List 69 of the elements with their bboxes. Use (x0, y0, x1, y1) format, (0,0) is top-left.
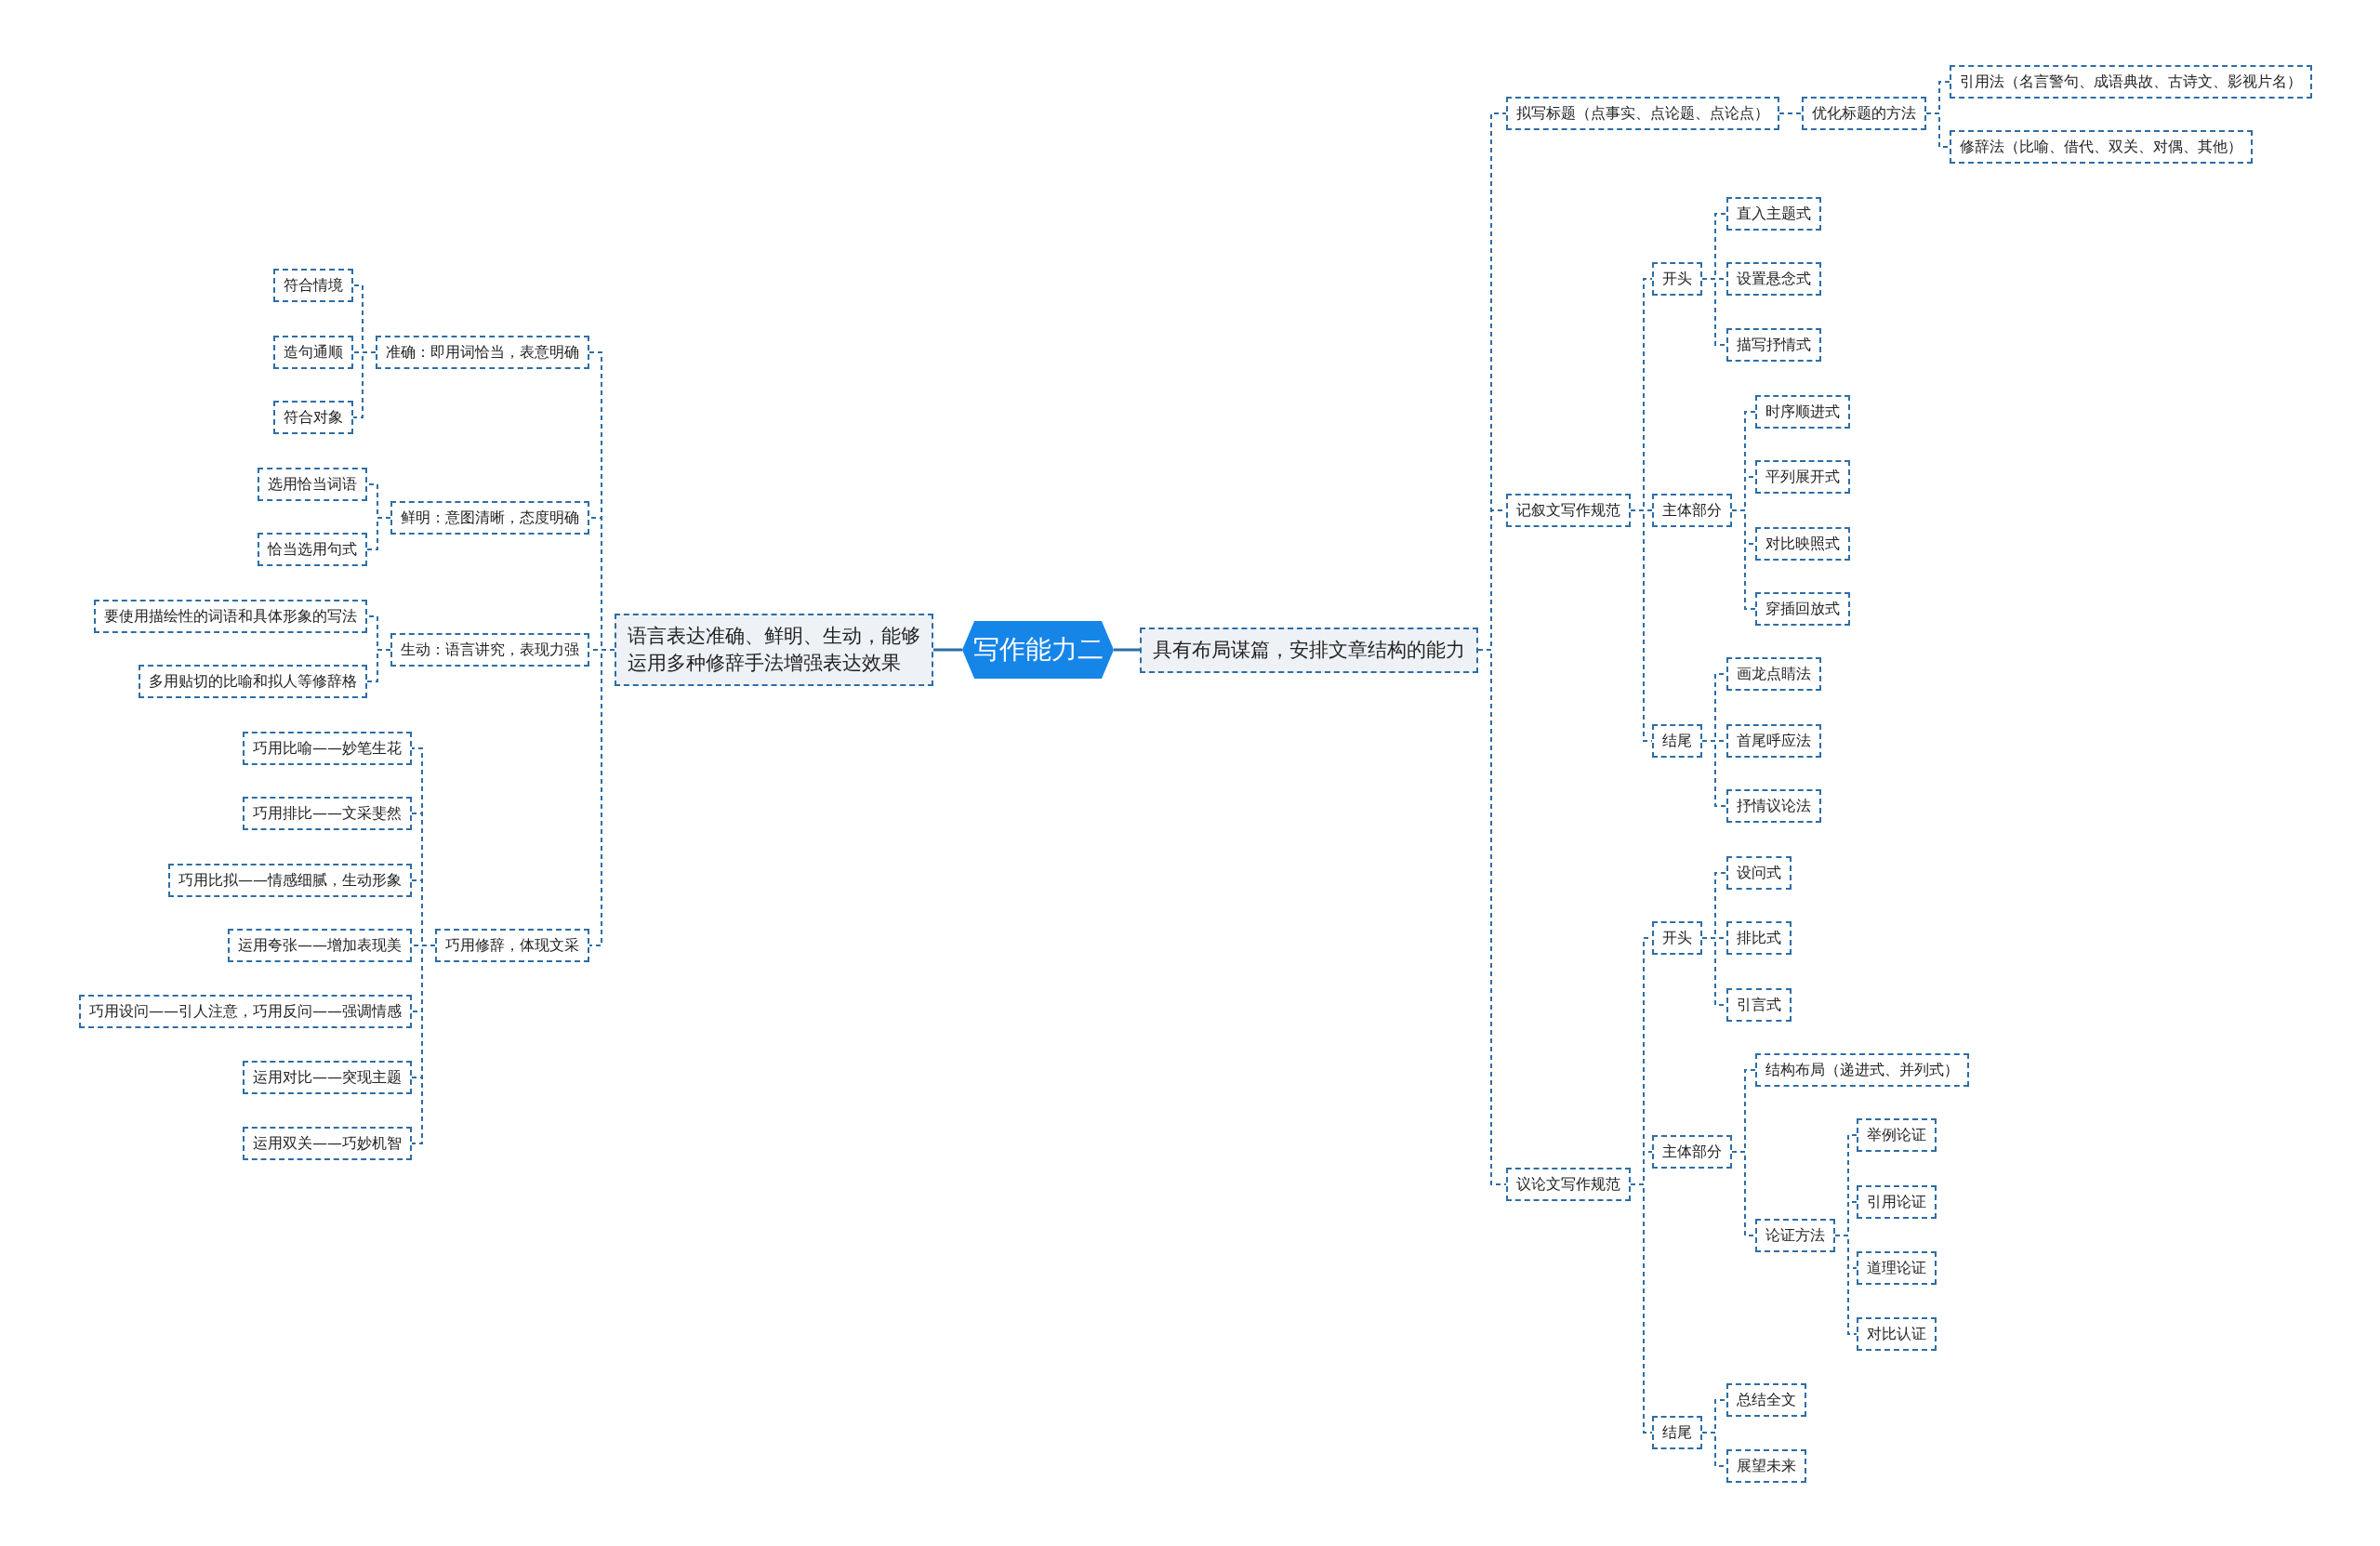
connector-line (1925, 112, 1950, 148)
subtopic-box: 道理论证 (1857, 1251, 1937, 1285)
subtopic-box: 巧用比喻——妙笔生花 (243, 732, 412, 765)
connector-line (1701, 278, 1727, 346)
subtopic-box: 举例论证 (1857, 1118, 1937, 1152)
subtopic-box: 主体部分 (1652, 494, 1732, 527)
connector-line (1834, 1235, 1858, 1335)
subtopic-box: 结尾 (1652, 1416, 1702, 1449)
subtopic-box: 对比映照式 (1755, 527, 1850, 561)
subtopic-box: 运用双关——巧妙机智 (243, 1127, 412, 1160)
subtopic-box: 优化标题的方法 (1802, 97, 1926, 130)
subtopic-box: 巧用修辞，体现文采 (435, 929, 589, 962)
connector-line (1701, 740, 1727, 807)
subtopic-box: 首尾呼应法 (1726, 724, 1821, 758)
subtopic-box: 运用夸张——增加表现美 (228, 929, 412, 962)
subtopic-box: 画龙点睛法 (1726, 657, 1821, 691)
subtopic-box: 设问式 (1726, 856, 1792, 890)
subtopic-box: 开头 (1652, 262, 1702, 296)
subtopic-box: 巧用比拟——情感细腻，生动形象 (168, 864, 412, 897)
subtopic-box: 要使用描绘性的词语和具体形象的写法 (94, 600, 367, 633)
subtopic-box: 拟写标题（点事实、点论题、点论点） (1506, 97, 1779, 130)
connector-line (352, 351, 377, 418)
subtopic-box: 运用对比——突现主题 (243, 1061, 412, 1094)
subtopic-box: 设置悬念式 (1726, 262, 1821, 296)
connector-line (366, 517, 391, 550)
subtopic-box: 生动：语言讲究，表现力强 (390, 633, 589, 667)
central-topic: 写作能力二 (962, 621, 1114, 679)
subtopic-box: 造句通顺 (273, 336, 353, 369)
connector-line (1630, 1183, 1653, 1434)
subtopic-box: 时序顺进式 (1755, 395, 1850, 429)
subtopic-box: 引用法（名言警句、成语典故、古诗文、影视片名） (1950, 65, 2312, 99)
subtopic-box: 巧用排比——文采斐然 (243, 797, 412, 830)
subtopic-box: 修辞法（比喻、借代、双关、对偶、其他） (1950, 130, 2253, 164)
topic-box: 语言表达准确、鲜明、生动，能够运用多种修辞手法增强表达效果 (615, 614, 933, 686)
connector-line (1731, 1151, 1756, 1236)
connector-line (588, 649, 615, 946)
subtopic-box: 描写抒情式 (1726, 328, 1821, 362)
subtopic-box: 穿插回放式 (1755, 592, 1850, 626)
connector-line (411, 945, 436, 1144)
subtopic-box: 恰当选用句式 (258, 533, 367, 566)
subtopic-box: 记叙文写作规范 (1506, 494, 1631, 527)
subtopic-box: 开头 (1652, 921, 1702, 955)
subtopic-box: 对比认证 (1857, 1317, 1937, 1351)
subtopic-box: 排比式 (1726, 921, 1792, 955)
subtopic-box: 引言式 (1726, 988, 1792, 1022)
subtopic-box: 议论文写作规范 (1506, 1168, 1631, 1201)
subtopic-box: 符合对象 (273, 401, 353, 434)
subtopic-box: 展望未来 (1726, 1449, 1806, 1483)
subtopic-box: 巧用设问——引人注意，巧用反问——强调情感 (79, 995, 412, 1028)
topic-box: 具有布局谋篇，安排文章结构的能力 (1140, 627, 1478, 673)
subtopic-box: 多用贴切的比喻和拟人等修辞格 (139, 665, 367, 698)
subtopic-box: 总结全文 (1726, 1383, 1806, 1417)
subtopic-box: 主体部分 (1652, 1135, 1732, 1169)
subtopic-box: 鲜明：意图清晰，态度明确 (390, 501, 589, 535)
subtopic-box: 准确：即用词恰当，表意明确 (376, 336, 589, 369)
subtopic-box: 符合情境 (273, 269, 353, 302)
subtopic-box: 结尾 (1652, 724, 1702, 758)
subtopic-box: 引用论证 (1857, 1185, 1937, 1219)
connector-line (1731, 509, 1756, 610)
subtopic-box: 选用恰当词语 (258, 468, 367, 501)
connector-line (933, 648, 962, 652)
connector-line (1778, 112, 1803, 114)
subtopic-box: 论证方法 (1755, 1219, 1835, 1252)
subtopic-box: 结构布局（递进式、并列式） (1755, 1053, 1969, 1087)
subtopic-box: 平列展开式 (1755, 460, 1850, 494)
subtopic-box: 抒情议论法 (1726, 789, 1821, 823)
connector-line (1114, 648, 1140, 652)
subtopic-box: 直入主题式 (1726, 197, 1821, 231)
connector-line (366, 649, 391, 682)
